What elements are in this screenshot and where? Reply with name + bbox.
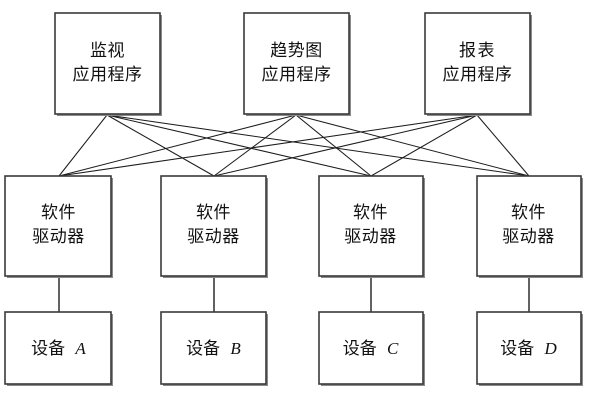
app-node-2-label-line1: 趋势图: [270, 41, 323, 60]
device-layer: 设备 A 设备 B 设备 C: [4, 311, 583, 386]
app-node-1-label-line2: 应用程序: [73, 65, 143, 84]
device-node-b[interactable]: 设备 B: [160, 311, 268, 386]
device-node-c-label: 设备 C: [343, 339, 399, 358]
link-app3-driver3: [370, 114, 478, 177]
link-app3-driver4: [476, 114, 530, 177]
driver-layer: 软件 驱动器 软件 驱动器 软件 驱动器 软件 驱动器: [4, 175, 583, 278]
driver-node-3-label-line1: 软件: [353, 203, 388, 222]
app-node-2[interactable]: 趋势图 应用程序: [243, 12, 351, 116]
app-node-3-label-line2: 应用程序: [443, 65, 513, 84]
link-app2-driver1: [58, 114, 297, 177]
device-node-a-label: 设备 A: [31, 339, 86, 358]
application-layer: 监视 应用程序 趋势图 应用程序 报表 应用程序: [54, 12, 532, 116]
app-to-driver-links: [58, 114, 530, 177]
device-node-a-prefix: 设备: [31, 339, 65, 358]
device-node-b-prefix: 设备: [186, 339, 220, 358]
device-node-a[interactable]: 设备 A: [4, 311, 113, 386]
driver-node-2-label-line2: 驱动器: [187, 227, 240, 246]
device-node-b-letter: B: [230, 339, 241, 358]
device-node-c-letter: C: [387, 339, 399, 358]
driver-node-4[interactable]: 软件 驱动器: [476, 175, 583, 278]
driver-node-4-label-line2: 驱动器: [502, 227, 555, 246]
driver-to-device-links: [58, 277, 530, 312]
device-node-d-letter: D: [543, 339, 557, 358]
driver-node-2[interactable]: 软件 驱动器: [160, 175, 268, 278]
app-node-1[interactable]: 监视 应用程序: [54, 12, 162, 116]
link-app3-driver2: [213, 114, 478, 177]
app-node-3[interactable]: 报表 应用程序: [424, 12, 532, 116]
driver-node-4-label-line1: 软件: [511, 203, 546, 222]
device-node-c[interactable]: 设备 C: [318, 311, 425, 386]
link-app1-driver3: [106, 114, 372, 177]
link-app2-driver3: [295, 114, 372, 177]
device-node-b-label: 设备 B: [186, 339, 241, 358]
device-node-d-prefix: 设备: [500, 339, 534, 358]
driver-node-3-label-line2: 驱动器: [344, 227, 397, 246]
driver-node-3[interactable]: 软件 驱动器: [318, 175, 425, 278]
driver-node-2-label-line1: 软件: [196, 203, 231, 222]
link-app3-driver1: [58, 114, 478, 177]
driver-node-1[interactable]: 软件 驱动器: [4, 175, 113, 278]
driver-node-1-label-line2: 驱动器: [32, 227, 85, 246]
device-node-d[interactable]: 设备 D: [476, 311, 583, 386]
device-node-a-letter: A: [74, 339, 86, 358]
app-node-1-label-line1: 监视: [90, 41, 125, 60]
app-node-2-label-line2: 应用程序: [262, 65, 332, 84]
link-app2-driver4: [295, 114, 530, 177]
link-app1-driver4: [106, 114, 530, 177]
device-node-c-prefix: 设备: [343, 339, 377, 358]
link-app2-driver2: [213, 114, 297, 177]
app-node-3-label-line1: 报表: [459, 41, 496, 60]
device-node-d-label: 设备 D: [500, 339, 557, 358]
link-app1-driver1: [58, 114, 108, 177]
link-app1-driver2: [106, 114, 215, 177]
driver-node-1-label-line1: 软件: [41, 203, 76, 222]
